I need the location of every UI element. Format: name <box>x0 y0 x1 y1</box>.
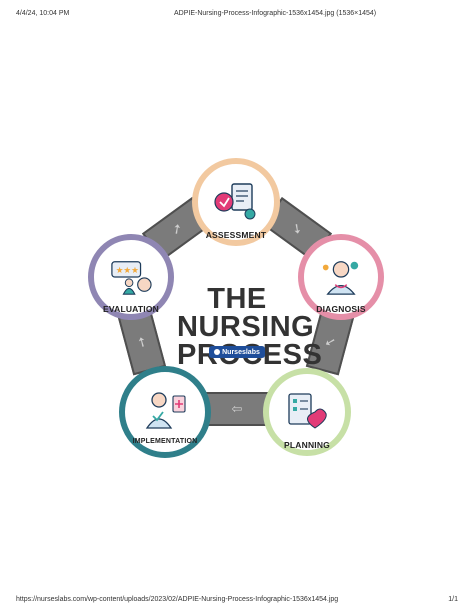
print-footer-url: https://nurseslabs.com/wp-content/upload… <box>16 596 339 603</box>
step-planning: PLANNING <box>263 368 351 456</box>
clipboard-checkup-icon <box>214 183 256 220</box>
step-evaluation: ★★★ EVALUATION <box>88 234 174 320</box>
care-plan-checklist-icon <box>288 393 327 429</box>
rating-feedback-icon: ★★★ <box>111 261 152 295</box>
print-footer-page-number: 1/1 <box>448 596 458 603</box>
svg-text:★★★: ★★★ <box>116 266 139 276</box>
chevron-arrow-icon: ➘ <box>288 219 306 239</box>
chevron-arrow-icon: ⇦ <box>231 401 243 417</box>
chevron-arrow-icon: ➚ <box>168 219 186 239</box>
title-line-the: THE <box>207 283 267 315</box>
chevron-arrow-icon: ➘ <box>321 334 339 350</box>
step-label-diagnosis: DIAGNOSIS <box>316 304 366 314</box>
step-diagnosis: DIAGNOSIS <box>298 234 384 320</box>
step-assessment: ASSESSMENT <box>192 158 280 246</box>
logo-mark-icon <box>214 349 221 355</box>
doctor-examination-icon <box>322 261 359 295</box>
step-label-evaluation: EVALUATION <box>103 304 159 314</box>
chevron-arrow-icon: ➙ <box>133 334 151 350</box>
title-line-nursing: NURSING <box>177 311 315 343</box>
print-header-datetime: 4/4/24, 10:04 PM <box>16 10 70 17</box>
infographic-title: THE NURSING PROCESS <box>177 283 322 370</box>
print-header-title: ADPIE-Nursing-Process-Infographic-1536x1… <box>174 10 377 17</box>
step-label-assessment: ASSESSMENT <box>205 230 267 240</box>
arrow-planning-to-implementation: ⇦ <box>204 392 270 426</box>
step-label-planning: PLANNING <box>284 440 330 450</box>
step-implementation: IMPLEMENTATION <box>119 366 211 458</box>
patient-care-icon <box>145 392 186 429</box>
nurseslabs-logo: Nurseslabs <box>209 346 265 358</box>
step-label-implementation: IMPLEMENTATION <box>132 438 198 445</box>
brand-name: Nurseslabs <box>222 348 260 356</box>
